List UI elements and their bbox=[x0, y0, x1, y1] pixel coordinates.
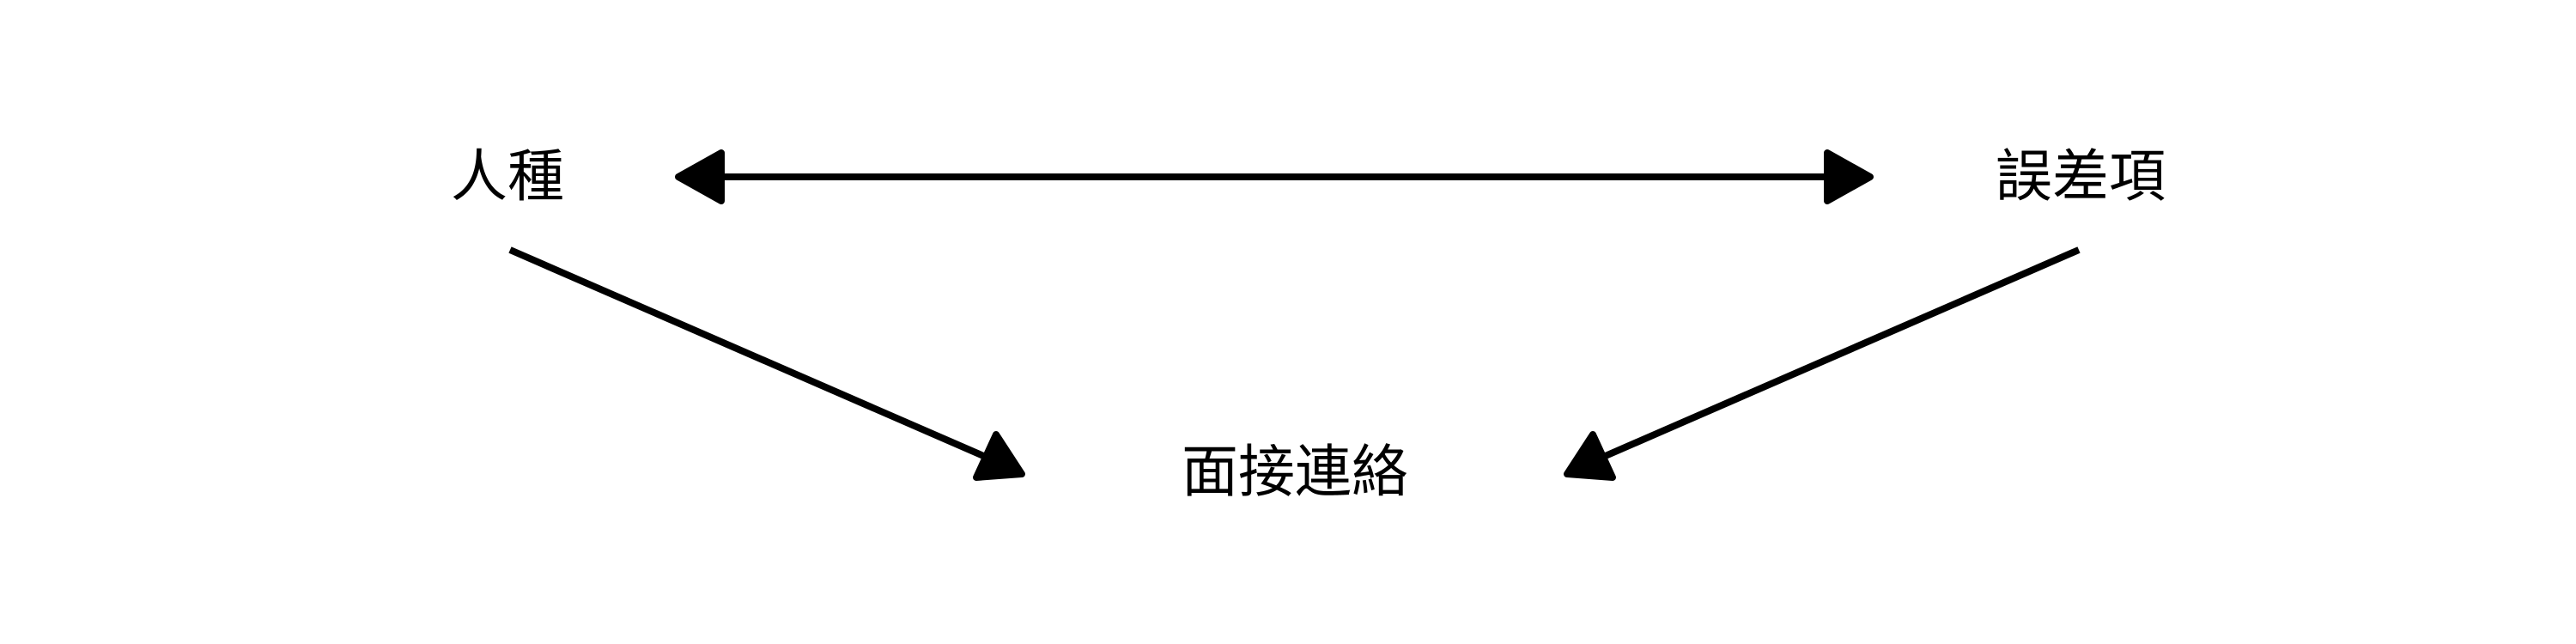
edge-race-interview-contact bbox=[508, 246, 989, 461]
arrowhead-race-interview-icon bbox=[973, 431, 1025, 481]
node-race: 人種 bbox=[451, 143, 564, 210]
arrowhead-right-icon bbox=[1824, 149, 1874, 204]
node-interview-contact: 面接連絡 bbox=[1182, 439, 1408, 505]
edge-error-interview-contact bbox=[1600, 246, 2081, 461]
node-error-term: 誤差項 bbox=[1996, 143, 2166, 210]
arrowhead-error-interview-icon bbox=[1564, 431, 1616, 481]
arrowhead-left-icon bbox=[675, 149, 725, 204]
